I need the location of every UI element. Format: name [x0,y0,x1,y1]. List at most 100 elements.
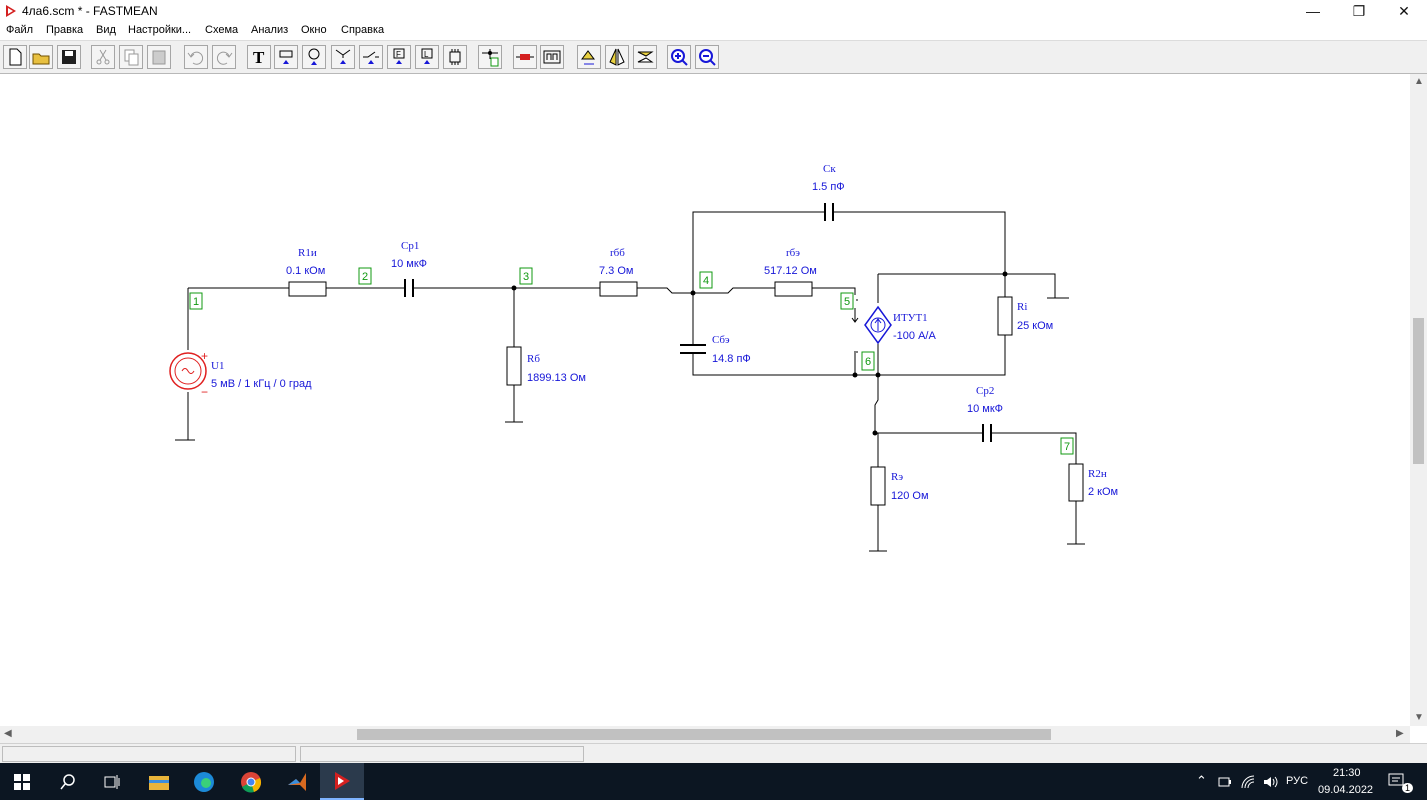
notification-icon[interactable] [1388,772,1408,792]
vertical-scrollbar[interactable]: ▲ ▼ [1410,74,1427,726]
minimize-button[interactable]: — [1306,3,1320,19]
svg-text:6: 6 [865,356,871,368]
mirror-icon[interactable] [605,45,629,69]
new-file-icon[interactable] [3,45,27,69]
scroll-down-icon[interactable]: ▼ [1414,712,1424,723]
node-6[interactable]: 6 [861,351,875,371]
r2n-resistor[interactable] [1068,463,1084,502]
menu-help[interactable]: Справка [341,24,385,36]
paste-icon[interactable] [147,45,171,69]
rbe-resistor[interactable] [774,281,813,297]
r2n-value: 2 кОм [1088,486,1118,498]
menu-view[interactable]: Вид [96,24,116,36]
status-bar [0,743,1427,764]
vertical-scroll-thumb[interactable] [1413,318,1424,464]
node-tool-icon[interactable] [478,45,502,69]
node-1[interactable]: 1 [189,292,203,310]
tray-chevron-icon[interactable]: ⌃ [1196,773,1207,788]
start-button[interactable] [0,763,44,800]
horizontal-scrollbar[interactable]: ◀ ▶ [0,726,1410,743]
switch-tool-icon[interactable] [359,45,383,69]
ri-name: Ri [1017,301,1027,313]
subcircuit-tool-icon[interactable]: L [415,45,439,69]
rb-name: Rб [527,353,540,365]
node-7[interactable]: 7 [1060,437,1074,455]
node-5[interactable]: 5 [840,292,854,310]
matlab-icon[interactable] [275,763,319,800]
cbe-plates [680,344,706,354]
maximize-button[interactable]: ❐ [1352,2,1366,19]
menu-file[interactable]: Файл [6,24,34,36]
menu-window[interactable]: Окно [301,24,327,36]
r1i-resistor[interactable] [288,281,327,297]
menu-schema[interactable]: Схема [205,24,239,36]
edge-browser-icon[interactable] [182,763,226,800]
junction-dot [511,285,517,291]
scroll-up-icon[interactable]: ▲ [1414,76,1424,87]
meter-tool-icon[interactable] [540,45,564,69]
scroll-left-icon[interactable]: ◀ [4,728,12,739]
schematic-svg[interactable]: + − 1 2 3 4 5 6 7 U1 5 мВ / 1 кГц / 0 гр… [0,74,1410,726]
horizontal-scroll-thumb[interactable] [357,729,1051,740]
node-2[interactable]: 2 [358,267,372,285]
current-arrow-icon [851,308,859,323]
save-icon[interactable] [57,45,81,69]
menu-edit[interactable]: Правка [46,24,84,36]
file-explorer-icon[interactable] [137,763,181,800]
cut-icon[interactable] [91,45,115,69]
menu-analysis[interactable]: Анализ [251,24,289,36]
cp2-name: Cp2 [976,385,994,397]
dependent-current-source-itut1[interactable] [864,305,892,345]
svg-text:T: T [253,48,265,67]
svg-text:L: L [424,50,429,59]
node-4[interactable]: 4 [699,271,713,289]
transistor-tool-icon[interactable] [331,45,355,69]
rbe-value: 517.12 Ом [764,265,817,277]
rbb-resistor[interactable] [599,281,638,297]
re-value: 120 Ом [891,490,929,502]
chrome-browser-icon[interactable] [229,763,273,800]
task-view-icon[interactable] [90,763,134,800]
rb-resistor[interactable] [506,346,522,386]
clock-date[interactable]: 09.04.2022 [1318,784,1374,796]
ck-name: Cк [823,163,836,175]
chip-tool-icon[interactable] [443,45,467,69]
search-icon[interactable] [46,763,90,800]
schematic-canvas[interactable]: + − 1 2 3 4 5 6 7 U1 5 мВ / 1 кГц / 0 гр… [0,74,1410,726]
undo-icon[interactable] [184,45,208,69]
redo-icon[interactable] [212,45,236,69]
r2n-name: R2н [1088,468,1107,480]
voltage-source-u1[interactable]: + − [169,349,208,399]
svg-text:1: 1 [193,296,199,308]
fastmean-taskbar-icon[interactable] [320,763,364,800]
flip-icon[interactable] [633,45,657,69]
source-tool-icon[interactable] [302,45,326,69]
rotate-icon[interactable] [577,45,601,69]
language-indicator[interactable]: РУС [1286,775,1309,787]
ri-resistor[interactable] [997,296,1013,336]
wifi-icon[interactable] [1240,774,1256,790]
menu-settings[interactable]: Настройки... [128,24,192,36]
battery-icon[interactable] [1218,775,1232,789]
junction-dot [1002,271,1008,277]
zoom-out-icon[interactable] [695,45,719,69]
taskbar: ⌃ РУС 21:30 09.04.2022 1 [0,763,1427,800]
open-folder-icon[interactable] [29,45,53,69]
copy-icon[interactable] [119,45,143,69]
svg-text:3: 3 [523,271,529,283]
wire-tool-icon[interactable] [513,45,537,69]
node-3[interactable]: 3 [519,267,533,285]
clock-time[interactable]: 21:30 [1333,767,1361,779]
u1-name: U1 [211,360,224,372]
junction-dot [690,290,696,296]
scroll-right-icon[interactable]: ▶ [1396,728,1404,739]
r1i-value: 0.1 кОм [286,265,325,277]
close-button[interactable]: ✕ [1398,2,1410,19]
opamp-tool-icon[interactable]: F [387,45,411,69]
re-resistor[interactable] [870,466,886,506]
text-tool-icon[interactable]: T [247,45,271,69]
volume-icon[interactable] [1262,774,1278,790]
zoom-in-icon[interactable] [667,45,691,69]
resistor-tool-icon[interactable] [274,45,298,69]
itut1-name: ИТУТ1 [893,312,928,324]
